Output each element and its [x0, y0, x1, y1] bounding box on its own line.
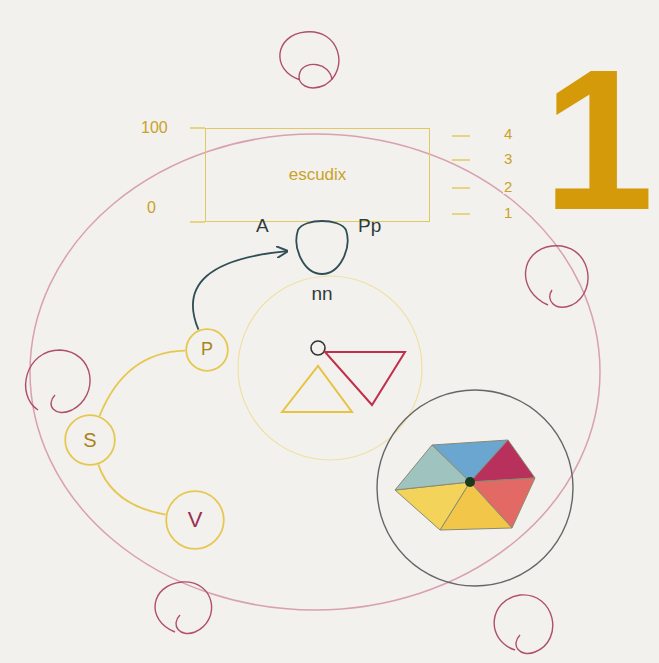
node-text: Pp [358, 216, 381, 237]
blob-node: A Pp nn [252, 212, 392, 308]
shield-box: escudix [205, 128, 430, 222]
connector [98, 465, 165, 515]
level-number: 3 [503, 151, 513, 166]
node-text: nn [311, 284, 332, 305]
scale-bottom: 0 [146, 200, 157, 216]
page-number: 1 [542, 40, 655, 240]
node-text: A [256, 216, 269, 237]
scale-top: 100 [140, 120, 169, 136]
v-circle: V [165, 490, 225, 550]
connector [193, 251, 287, 330]
level-number: 4 [503, 126, 513, 141]
connector [100, 351, 185, 416]
node-text: V [188, 508, 203, 532]
level-number: 2 [503, 179, 513, 194]
node-text: escudix [289, 166, 347, 185]
node-text: S [83, 429, 96, 451]
node-text: P [201, 340, 213, 360]
p-circle: P [185, 328, 229, 372]
level-number: 1 [503, 205, 513, 220]
s-circle: S [64, 414, 116, 466]
blob-outline [290, 218, 354, 278]
